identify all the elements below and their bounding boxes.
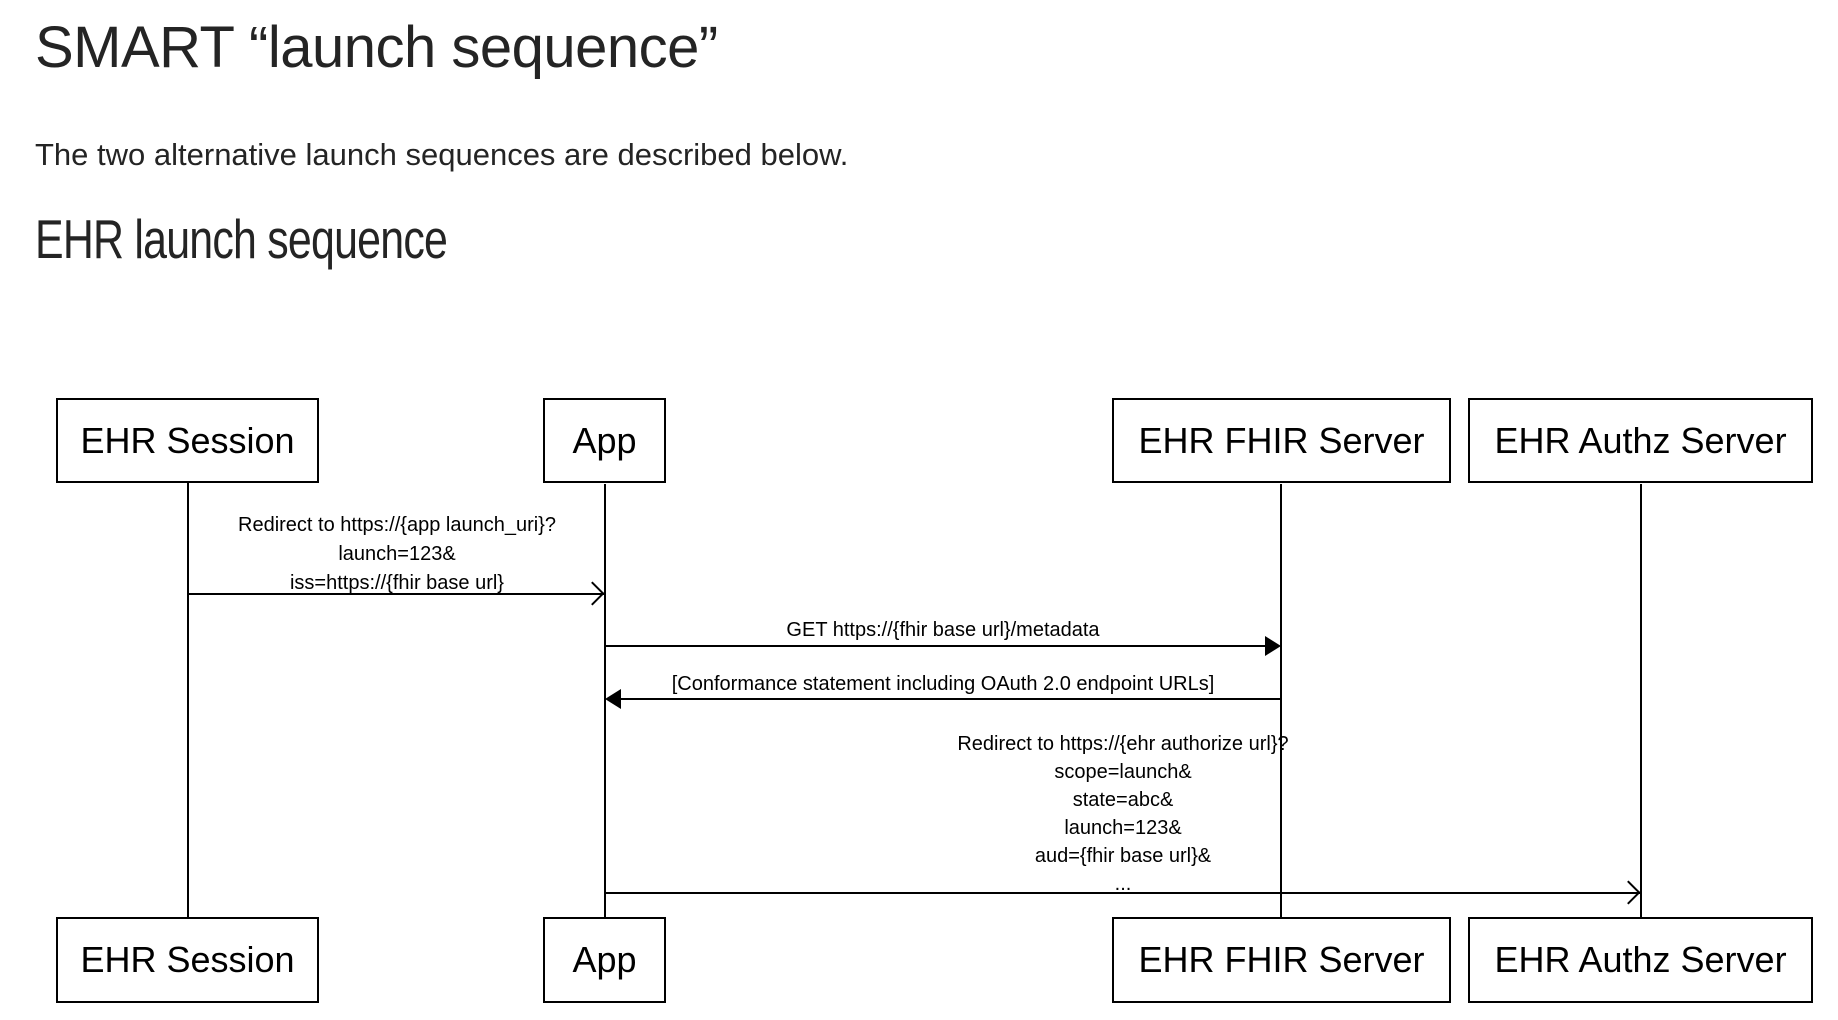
- page-title: SMART “launch sequence”: [35, 15, 718, 80]
- actor-label: EHR Authz Server: [1494, 939, 1787, 980]
- actor-box-ehr-session-bottom: EHR Session: [56, 917, 319, 1003]
- message-arrow-redirect-to-app: [188, 593, 605, 595]
- message-label-line: aud={fhir base url}&: [1034, 845, 1212, 867]
- actor-label: App: [572, 939, 637, 980]
- message-label-line: Redirect to https://{ehr authorize url}?: [957, 733, 1289, 755]
- actor-box-ehr-authz-server-bottom: EHR Authz Server: [1468, 917, 1813, 1003]
- filled-arrowhead-right-icon: [1265, 636, 1281, 656]
- message-arrow-get-metadata: [605, 645, 1267, 647]
- intro-text: The two alternative launch sequences are…: [35, 137, 849, 172]
- section-heading-text: EHR launch sequence: [35, 208, 448, 270]
- message-label-line: ...: [1114, 873, 1132, 895]
- actor-label: EHR FHIR Server: [1138, 939, 1425, 980]
- actor-box-ehr-fhir-server-bottom: EHR FHIR Server: [1112, 917, 1451, 1003]
- message-label-line: scope=launch&: [1054, 761, 1192, 783]
- message-label-get-metadata: GET https://{fhir base url}/metadata: [593, 618, 1293, 642]
- actor-box-ehr-fhir-server-top: EHR FHIR Server: [1112, 398, 1451, 483]
- actor-box-ehr-authz-server-top: EHR Authz Server: [1468, 398, 1813, 483]
- filled-arrowhead-left-icon: [605, 689, 621, 709]
- message-label-line: state=abc&: [1072, 789, 1174, 811]
- message-label-line: GET https://{fhir base url}/metadata: [786, 619, 1100, 641]
- section-heading: EHR launch sequence: [35, 208, 563, 270]
- actor-label: App: [572, 419, 637, 461]
- message-label-line: launch=123&: [338, 543, 456, 565]
- message-arrow-redirect-to-authz: [605, 892, 1641, 894]
- actor-label: EHR Session: [80, 419, 295, 461]
- actor-label: EHR Session: [80, 939, 295, 980]
- actor-box-ehr-session-top: EHR Session: [56, 398, 319, 483]
- message-label-line: launch=123&: [1064, 817, 1182, 839]
- message-label-redirect-to-authz: Redirect to https://{ehr authorize url}?…: [773, 730, 1473, 898]
- message-label-line: Redirect to https://{app launch_uri}?: [238, 514, 556, 536]
- message-label-conformance-statement: [Conformance statement including OAuth 2…: [593, 672, 1293, 696]
- lifeline-ehr-authz-server: [1640, 484, 1642, 917]
- message-label-redirect-to-app: Redirect to https://{app launch_uri}? la…: [47, 511, 747, 598]
- message-label-line: iss=https://{fhir base url}: [289, 572, 504, 594]
- actor-box-app-bottom: App: [543, 917, 666, 1003]
- actor-box-app-top: App: [543, 398, 666, 483]
- message-label-line: [Conformance statement including OAuth 2…: [671, 673, 1215, 695]
- actor-label: EHR FHIR Server: [1138, 419, 1425, 461]
- lifeline-ehr-session: [187, 483, 189, 917]
- open-arrowhead-right-icon: [1616, 880, 1641, 905]
- message-arrow-conformance-statement: [619, 698, 1281, 700]
- lifeline-ehr-fhir-server: [1280, 484, 1282, 917]
- actor-label: EHR Authz Server: [1494, 419, 1787, 461]
